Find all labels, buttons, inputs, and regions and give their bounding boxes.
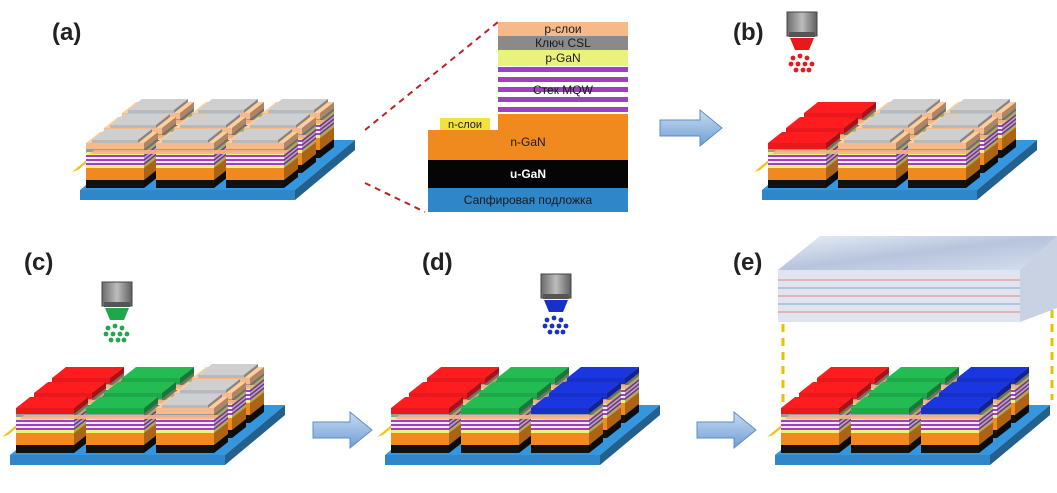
micro-led-pixel: [226, 129, 298, 188]
layer-sapphire-label: Сапфировая подложка: [464, 193, 593, 207]
red-droplets: [788, 53, 815, 73]
arrow-d-to-e: [696, 410, 757, 450]
blue-droplets: [542, 315, 569, 335]
micro-led-pixel: [391, 397, 463, 453]
micro-led-pixel: [768, 132, 840, 188]
micro-led-pixel: [921, 397, 993, 453]
layer-mqw: [498, 67, 628, 112]
array-d: [377, 367, 660, 465]
micro-led-pixel: [781, 397, 853, 453]
layer-p-gan: [498, 50, 628, 66]
layer-n-gan-label: n-GaN: [510, 135, 545, 149]
layer-p-layers: [498, 22, 628, 36]
layer-p-layers-label: p-слои: [544, 22, 581, 36]
panel-label-e: (e): [733, 249, 762, 276]
arrow-c-to-d: [312, 410, 373, 450]
layer-csl-label: Ключ CSL: [535, 36, 591, 50]
micro-led-pixel: [838, 129, 910, 188]
layer-csl: [498, 36, 628, 50]
layer-n-contact: [440, 118, 490, 130]
micro-led-pixel: [16, 397, 88, 453]
print-head-red: [786, 11, 818, 73]
array-e: [767, 367, 1050, 465]
zoom-line-bottom: [364, 182, 426, 213]
micro-led-pixel: [86, 397, 158, 453]
micro-led-pixel: [86, 129, 158, 188]
arrow-a-to-b: [659, 108, 723, 148]
print-head-blue: [540, 273, 572, 335]
micro-led-pixel: [851, 397, 923, 453]
layer-u-gan: [428, 160, 628, 188]
panel-label-d: (d): [422, 249, 453, 276]
layer-n-layers-label: n-слои: [448, 119, 482, 131]
micro-led-pixel: [461, 397, 533, 453]
micro-led-pixel: [531, 397, 603, 453]
layer-stack: p-слои Ключ CSL p-GaN Стек MQW n-слои n-…: [428, 22, 628, 212]
panel-label-b: (b): [733, 19, 764, 46]
micro-led-pixel: [908, 129, 980, 188]
panel-label-a: (a): [52, 19, 81, 46]
print-head-green: [101, 281, 133, 343]
micro-led-pixel: [156, 394, 228, 453]
layer-mqw-label: Стек MQW: [533, 83, 594, 97]
array-c: [2, 364, 285, 465]
zoom-line-top: [364, 21, 499, 131]
array-a: [72, 99, 355, 200]
green-droplets: [103, 323, 130, 343]
layer-n-gan: [428, 114, 628, 160]
layer-u-gan-label: u-GaN: [510, 167, 546, 181]
encapsulation-slab: [778, 236, 1057, 322]
panel-label-c: (c): [24, 249, 53, 276]
array-b: [754, 99, 1037, 200]
micro-led-pixel: [156, 129, 228, 188]
layer-p-gan-label: p-GaN: [545, 51, 580, 65]
layer-sapphire: [428, 188, 628, 212]
